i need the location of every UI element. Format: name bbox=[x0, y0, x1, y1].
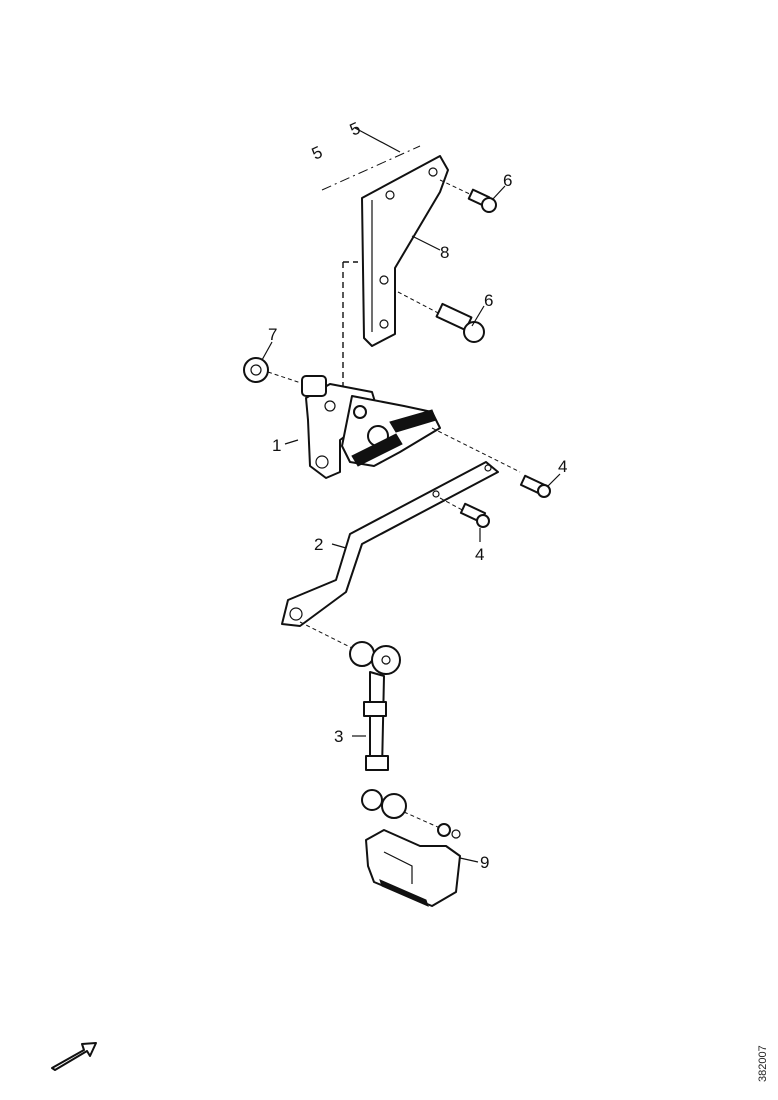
screw-4-bottom bbox=[439, 497, 490, 542]
bolt-6-top bbox=[439, 179, 506, 213]
alignment-line bbox=[342, 261, 358, 390]
sensor-body-part bbox=[284, 375, 441, 479]
callout-1: 1 bbox=[272, 436, 281, 455]
bracket-part bbox=[361, 155, 449, 347]
callout-6-bottom: 6 bbox=[484, 291, 493, 310]
centre-line bbox=[321, 127, 421, 191]
connecting-rod-part bbox=[299, 621, 407, 819]
drawing-code: 382007 bbox=[757, 1045, 769, 1082]
callout-5b: 5 bbox=[347, 118, 364, 139]
callout-6-top: 6 bbox=[503, 171, 512, 190]
callout-9: 9 bbox=[480, 853, 489, 872]
bolt-6-bottom bbox=[397, 291, 485, 343]
callout-8: 8 bbox=[440, 243, 449, 262]
mounting-bracket-part bbox=[365, 811, 479, 907]
callout-4-bottom: 4 bbox=[475, 545, 484, 564]
callout-7: 7 bbox=[268, 325, 277, 344]
lever-arm-part bbox=[281, 427, 521, 627]
direction-arrow-icon bbox=[51, 1042, 97, 1071]
callout-4-top: 4 bbox=[558, 457, 567, 476]
nut-7 bbox=[243, 341, 305, 385]
screw-4-top bbox=[519, 473, 561, 498]
callout-2: 2 bbox=[314, 535, 323, 554]
callout-5: 5 bbox=[309, 142, 326, 163]
callout-3: 3 bbox=[334, 727, 343, 746]
